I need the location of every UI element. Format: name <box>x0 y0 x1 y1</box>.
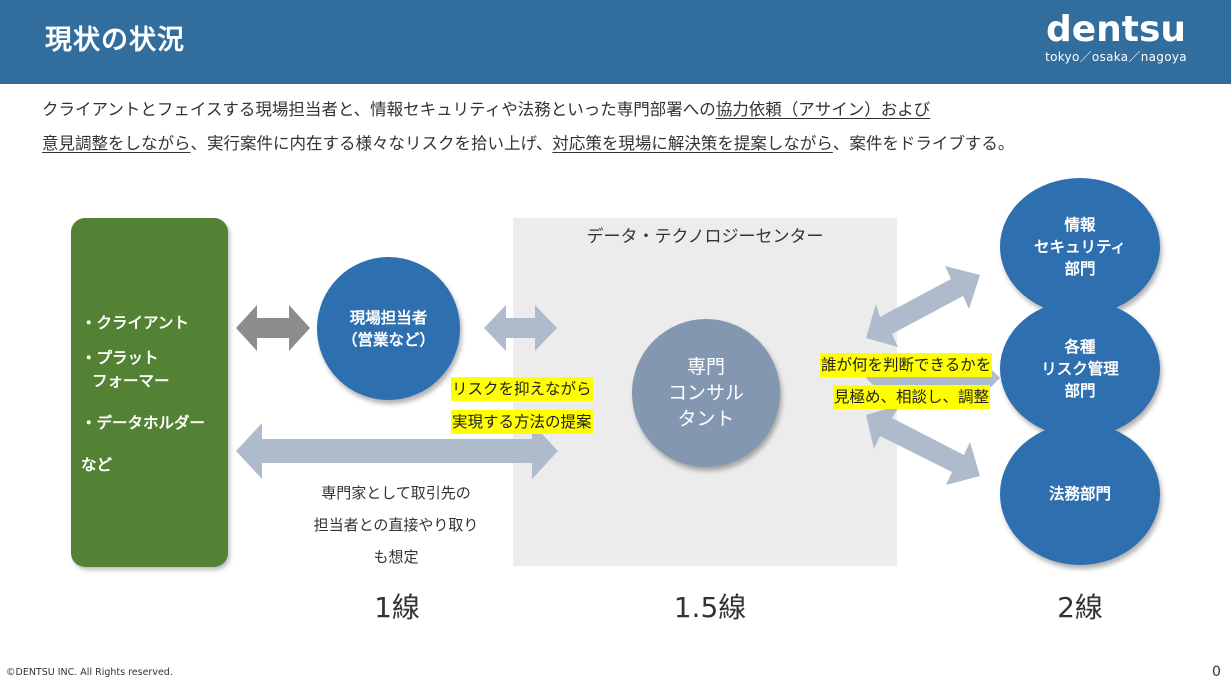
highlight-right-line-2: 見極め、相談し、調整 <box>833 385 991 409</box>
page-title: 現状の状況 <box>45 25 185 56</box>
legal-department-circle: 法務部門 <box>1000 423 1160 565</box>
risk-line-1: 各種 <box>1064 337 1096 356</box>
dtc-legal-arrow <box>866 405 980 485</box>
middle-line-label: 1.5線 <box>673 591 747 624</box>
client-item-4: ・データホルダー <box>81 414 206 432</box>
staff-dtc-arrow <box>484 305 557 351</box>
page-number: 0 <box>1212 664 1221 680</box>
risk-department-circle: 各種 リスク管理 部門 <box>1000 300 1160 437</box>
intro-text: クライアントとフェイスする現場担当者と、情報セキュリティや法務といった専門部署へ… <box>42 93 1202 161</box>
copyright-text: ©DENTSU INC. All Rights reserved. <box>6 667 173 678</box>
intro-text-1: クライアントとフェイスする現場担当者と、情報セキュリティや法務といった専門部署へ… <box>42 100 716 119</box>
infosec-line-2: セキュリティ <box>1033 237 1127 256</box>
dtc-risk-arrow <box>866 356 1000 400</box>
logo-wordmark: dentsu <box>1045 9 1187 50</box>
note-line-1: 専門家として取引先の <box>321 484 471 502</box>
intro-underline-2: 意見調整をしながら <box>42 134 191 153</box>
consultant-line-1: 専門 <box>686 356 725 378</box>
intro-line-1: クライアントとフェイスする現場担当者と、情報セキュリティや法務といった専門部署へ… <box>42 93 1202 127</box>
intro-line-2: 意見調整をしながら、実行案件に内在する様々なリスクを拾い上げ、対応策を現場に解決… <box>42 127 1202 161</box>
second-line-label: 2線 <box>1057 591 1103 624</box>
consultant-line-2: コンサル <box>667 382 744 404</box>
dentsu-logo: dentsu tokyo／osaka／nagoya <box>1041 9 1191 65</box>
client-item-2: ・プラット <box>81 349 159 367</box>
header-bar: 現状の状況 dentsu tokyo／osaka／nagoya <box>0 0 1231 84</box>
highlight-left-line-2: 実現する方法の提案 <box>451 410 593 434</box>
intro-underline-3: 対応策を現場に解決策を提案しながら <box>552 134 833 153</box>
first-line-label: 1線 <box>374 591 420 624</box>
field-staff-circle: 現場担当者 （営業など） <box>317 257 460 400</box>
intro-text-2: 、実行案件に内在する様々なリスクを拾い上げ、 <box>190 134 553 153</box>
client-staff-arrow <box>236 305 310 351</box>
client-item-3: フォーマー <box>92 372 170 390</box>
consultant-circle: 専門 コンサル タント <box>632 319 780 467</box>
client-dtc-long-arrow <box>236 423 558 479</box>
client-item-1: ・クライアント <box>81 314 189 332</box>
risk-line-2: リスク管理 <box>1041 359 1119 378</box>
risk-line-3: 部門 <box>1064 381 1096 400</box>
note-line-3: も想定 <box>373 548 419 566</box>
infosec-line-1: 情報 <box>1064 215 1096 234</box>
field-staff-line-2: （営業など） <box>341 330 435 349</box>
direct-contact-note: 専門家として取引先の 担当者との直接やり取り も想定 <box>286 477 506 573</box>
infosec-department-circle: 情報 セキュリティ 部門 <box>1000 178 1160 315</box>
highlight-right-line-1: 誰が何を判断できるかを <box>820 353 993 377</box>
note-line-2: 担当者との直接やり取り <box>313 516 479 534</box>
legal-line-1: 法務部門 <box>1048 485 1111 503</box>
consultant-line-3: タント <box>677 408 735 430</box>
data-technology-center-label: データ・テクノロジーセンター <box>586 227 824 247</box>
field-staff-line-1: 現場担当者 <box>349 308 428 327</box>
client-item-5: など <box>81 456 113 474</box>
intro-text-3: 、案件をドライブする。 <box>832 134 1015 153</box>
infosec-line-3: 部門 <box>1064 259 1096 278</box>
highlight-left-line-1: リスクを抑えながら <box>451 377 593 401</box>
logo-cities: tokyo／osaka／nagoya <box>1045 50 1187 64</box>
intro-underline-1: 協力依頼（アサイン）および <box>715 100 931 119</box>
dtc-infosec-arrow <box>866 266 980 347</box>
client-box: ・クライアント ・プラット フォーマー ・データホルダー など <box>71 218 228 567</box>
